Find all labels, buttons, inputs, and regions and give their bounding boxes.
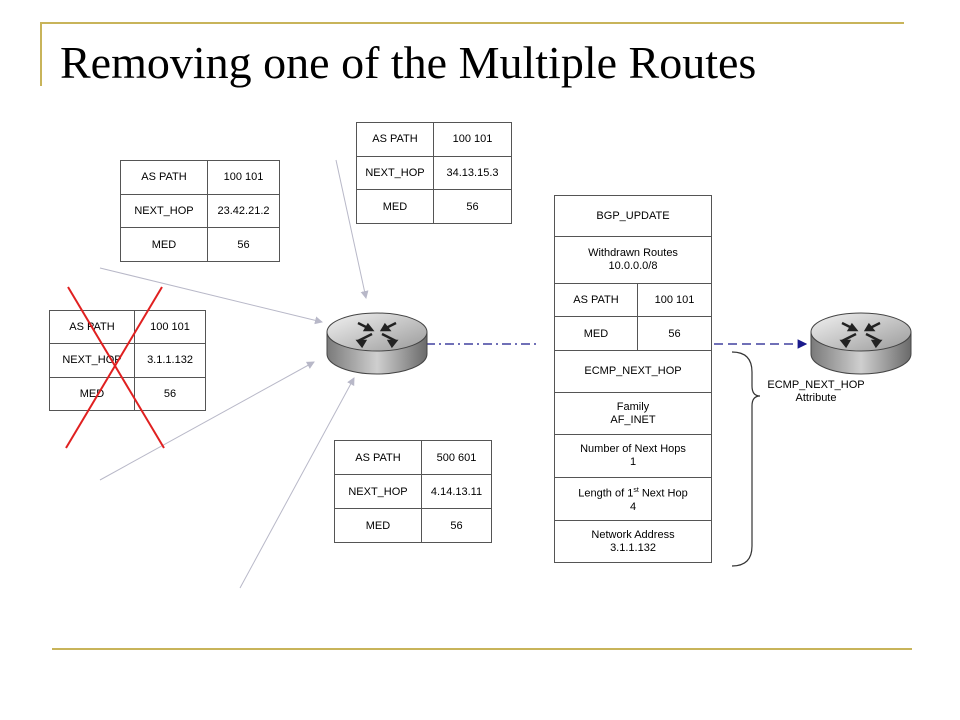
num-hops-label: Number of Next Hops — [580, 443, 686, 455]
attribute-label-line1: ECMP_NEXT_HOP — [767, 379, 865, 391]
attr-label: AS PATH — [356, 122, 434, 157]
attr-label: NEXT_HOP — [356, 155, 434, 191]
arrow-from-bottom — [239, 377, 355, 589]
attr-value: 56 — [433, 189, 512, 224]
withdrawn-value: 10.0.0.0/8 — [608, 260, 658, 272]
length-label: Length of 1st Next Hop — [578, 487, 688, 500]
network-value: 3.1.1.132 — [610, 541, 656, 554]
router-icon — [326, 312, 428, 375]
slide-title: Removing one of the Multiple Routes — [60, 37, 757, 88]
network-address-row: Network Address 3.1.1.132 — [555, 521, 711, 562]
attr-label: NEXT_HOP — [120, 193, 208, 229]
arrow-from-top-center — [335, 159, 369, 299]
top-rule — [40, 22, 904, 24]
attr-label: AS PATH — [120, 160, 208, 195]
attr-label: AS PATH — [334, 440, 422, 475]
attr-value: 4.14.13.11 — [421, 474, 492, 509]
attribute-label-line2: Attribute — [795, 392, 837, 404]
as-path-row: AS PATH 100 101 — [555, 284, 711, 317]
arrow-from-top-left — [99, 267, 323, 325]
attr-label: MED — [120, 227, 208, 262]
ecmp-attribute-label: ECMP_NEXT_HOP Attribute — [762, 379, 870, 405]
as-path-value: 100 101 — [654, 294, 695, 306]
attr-value: 23.42.21.2 — [207, 193, 280, 229]
num-hops-value: 1 — [629, 456, 637, 468]
family-row: Family AF_INET — [555, 393, 711, 435]
length-value: 4 — [629, 500, 637, 513]
med-value: 56 — [668, 327, 681, 340]
bgp-update-message: BGP_UPDATE Withdrawn Routes 10.0.0.0/8 A… — [554, 195, 712, 563]
attr-value: 56 — [421, 508, 492, 543]
family-label: Family — [616, 400, 650, 413]
med-label: MED — [555, 317, 638, 350]
attr-label: NEXT_HOP — [334, 474, 422, 509]
attr-value: 500 601 — [421, 440, 492, 475]
length-row: Length of 1st Next Hop 4 — [555, 478, 711, 521]
attribute-brace — [731, 351, 761, 567]
med-row: MED 56 — [555, 317, 711, 351]
network-label: Network Address — [591, 528, 675, 541]
attr-value: 56 — [207, 227, 280, 262]
attr-label: MED — [356, 189, 434, 224]
bgp-update-header: BGP_UPDATE — [555, 196, 711, 237]
left-accent — [40, 22, 42, 86]
bottom-rule — [52, 648, 912, 650]
withdrawn-routes: Withdrawn Routes 10.0.0.0/8 — [555, 237, 711, 284]
attr-label: NEXT_HOP — [49, 343, 135, 378]
attr-value: 100 101 — [207, 160, 280, 195]
withdrawn-label: Withdrawn Routes — [588, 247, 678, 259]
ecmp-next-hop-row: ECMP_NEXT_HOP — [555, 351, 711, 393]
as-path-label: AS PATH — [555, 284, 638, 316]
arrow-from-lower-left — [99, 361, 315, 481]
attr-value: 56 — [134, 376, 206, 412]
router-icon — [810, 312, 912, 375]
family-value: AF_INET — [610, 413, 656, 426]
num-hops-row: Number of Next Hops 1 — [555, 435, 711, 478]
